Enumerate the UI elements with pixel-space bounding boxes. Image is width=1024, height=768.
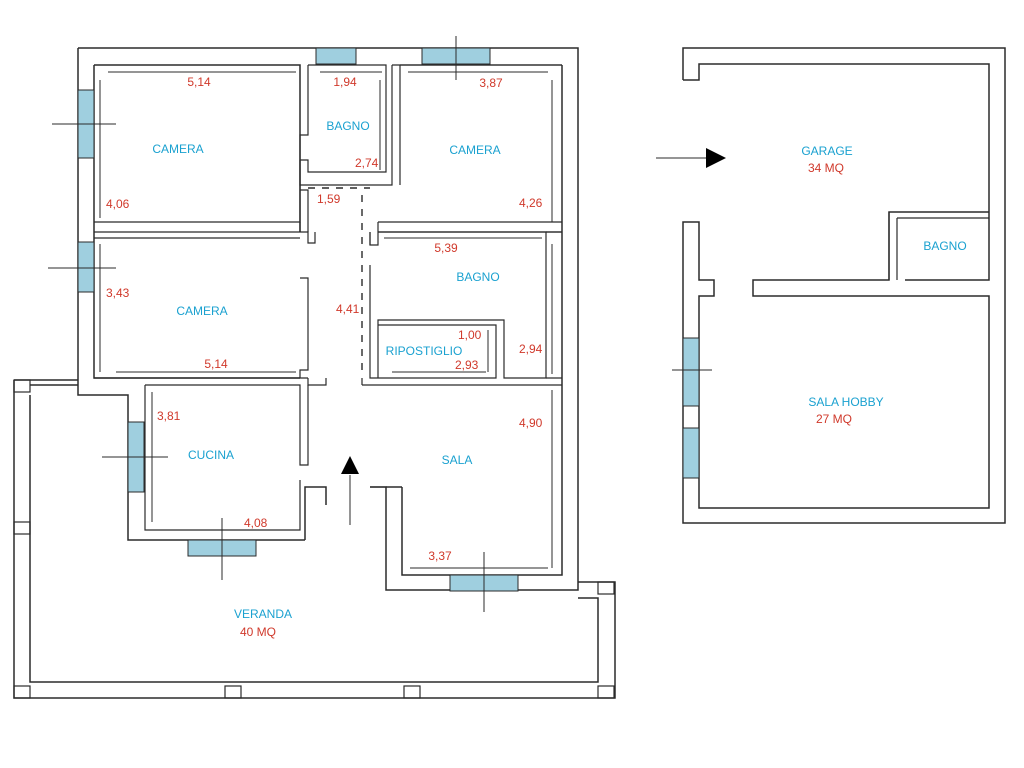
area-veranda: 40 MQ	[240, 625, 276, 639]
dim-camera1-height: 4,06	[106, 197, 130, 211]
entrance-arrow-icon	[341, 456, 359, 525]
window-camera3	[77, 241, 95, 293]
dim-camera3-width: 5,14	[204, 357, 228, 371]
label-bagno2: BAGNO	[456, 270, 499, 284]
dim-ripostiglio-length: 2,93	[455, 358, 479, 372]
label-veranda: VERANDA	[234, 607, 292, 621]
veranda-outline	[13, 379, 616, 699]
label-bagno3: BAGNO	[923, 239, 966, 253]
window-sala-hobby-1	[682, 337, 700, 407]
dim-sala-width: 3,37	[428, 549, 452, 563]
dim-bagno1-width: 1,94	[333, 75, 357, 89]
garage-walls	[682, 47, 1006, 524]
dim-cucina-width: 4,08	[244, 516, 268, 530]
label-bagno1: BAGNO	[326, 119, 369, 133]
label-cucina: CUCINA	[188, 448, 234, 462]
corridor-dashed-lines	[308, 187, 370, 370]
window-sala-hobby-2	[682, 427, 700, 479]
dim-corridor-length: 4,41	[336, 302, 360, 316]
dim-bagno1-height: 2,74	[355, 156, 379, 170]
label-camera2: CAMERA	[449, 143, 500, 157]
dim-cucina-height: 3,81	[157, 409, 181, 423]
label-camera3: CAMERA	[176, 304, 227, 318]
dim-bagno2-height: 2,94	[519, 342, 543, 356]
dim-corridor-width: 1,59	[317, 192, 341, 206]
windows-house	[48, 36, 519, 612]
label-sala-hobby: SALA HOBBY	[808, 395, 883, 409]
garage-entrance-arrow-icon	[656, 148, 726, 168]
label-camera1: CAMERA	[152, 142, 203, 156]
dim-camera2-width: 3,87	[479, 76, 503, 90]
area-garage: 34 MQ	[808, 161, 844, 175]
dim-bagno2-width: 5,39	[434, 241, 458, 255]
area-labels: 40 MQ 34 MQ 27 MQ	[240, 161, 852, 639]
dim-camera3-height: 3,43	[106, 286, 130, 300]
label-sala: SALA	[442, 453, 473, 467]
room-labels: CAMERA BAGNO CAMERA CAMERA BAGNO RIPOSTI…	[152, 119, 966, 621]
label-garage: GARAGE	[801, 144, 852, 158]
window-bagno1	[315, 47, 357, 65]
windows-garage	[672, 337, 712, 479]
area-sala-hobby: 27 MQ	[816, 412, 852, 426]
dim-sala-height: 4,90	[519, 416, 543, 430]
dim-ripostiglio-width: 1,00	[458, 328, 482, 342]
dim-camera1-width: 5,14	[187, 75, 211, 89]
dim-camera2-height: 4,26	[519, 196, 543, 210]
dimension-lines	[99, 71, 553, 569]
label-ripostiglio: RIPOSTIGLIO	[386, 344, 463, 358]
dimension-labels: 5,14 4,06 1,94 2,74 3,87 4,26 1,59 4,41 …	[106, 75, 543, 563]
